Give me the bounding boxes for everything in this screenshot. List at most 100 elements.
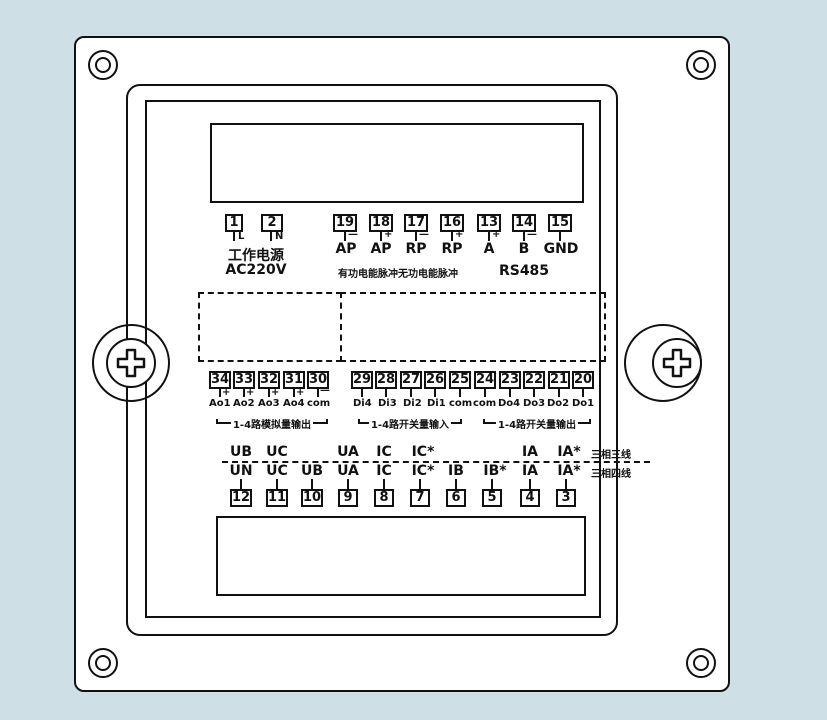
terminal-26: 26 (424, 371, 446, 389)
top-window (210, 123, 584, 203)
terminal-25-lead (459, 388, 461, 397)
terminal-27-lead (410, 388, 412, 397)
terminal-23-lead (509, 388, 511, 397)
three-wire-mode-label: 三相三线 (591, 450, 631, 461)
terminal-29: 29 (351, 371, 373, 389)
three-wire-ic-star: IC* (411, 444, 435, 460)
terminal-2: 2 (261, 214, 283, 232)
terminal-5: 5 (482, 489, 502, 507)
wiring-mode-divider (222, 461, 650, 463)
terminal-11-lead (276, 479, 278, 489)
corner-hole-bottom-left (88, 648, 118, 678)
screw-left-icon (106, 338, 156, 388)
four-wire-un: UN (229, 463, 253, 479)
terminal-1-polarity: L (238, 231, 245, 242)
terminal-30-lead (317, 388, 319, 397)
terminal-14-polarity: — (527, 229, 537, 240)
rs485-label: RS485 (498, 263, 550, 279)
terminal-10-lead (311, 479, 313, 489)
terminal-17-polarity: — (419, 229, 429, 240)
four-wire-ib: IB (448, 463, 464, 479)
terminal-6-lead (455, 479, 457, 489)
three-wire-ia-star: IA* (557, 444, 581, 460)
four-wire-mode-label: 三相四线 (591, 469, 631, 480)
terminal-3: 3 (556, 489, 576, 507)
terminal-3-lead (565, 479, 567, 489)
terminal-2-polarity: N (275, 231, 284, 242)
label-ao4: Ao4 (283, 398, 305, 409)
three-wire-ub: UB (229, 444, 253, 460)
four-wire-ua: UA (337, 463, 359, 479)
terminal-24-lead (484, 388, 486, 397)
power-voltage-label: AC220V (225, 262, 287, 278)
terminal-22-lead (533, 388, 535, 397)
label-ao2: Ao2 (233, 398, 255, 409)
label-do2: Do2 (547, 398, 570, 409)
terminal-33-polarity: + (246, 387, 255, 398)
terminal-2-lead (270, 231, 272, 241)
three-wire-uc: UC (266, 444, 288, 460)
four-wire-ib-star: IB* (483, 463, 507, 479)
four-wire-ia: IA (521, 463, 539, 479)
terminal-1: 1 (225, 214, 243, 232)
terminal-33-lead (243, 388, 245, 397)
terminal-19-polarity: — (348, 229, 358, 240)
corner-hole-top-left (88, 50, 118, 80)
terminal-11: 11 (266, 489, 288, 507)
four-wire-ia-star: IA* (557, 463, 581, 479)
terminal-9: 9 (338, 489, 358, 507)
terminal-30: 30 (307, 371, 329, 389)
terminal-16-lead (451, 231, 453, 241)
three-wire-ic: IC (376, 444, 392, 460)
terminal-34-lead (219, 388, 221, 397)
switch-out-label: 1-4路开关量输出 (495, 416, 579, 431)
terminal-12: 12 (230, 489, 252, 507)
pulse-group-label: 有功电能脉冲无功电能脉冲 (338, 269, 458, 280)
corner-hole-top-right (686, 50, 716, 80)
terminal-21-lead (558, 388, 560, 397)
label-rs485-b: B (518, 241, 530, 257)
terminal-31-lead (293, 388, 295, 397)
terminal-4: 4 (520, 489, 540, 507)
terminal-5-lead (491, 479, 493, 489)
four-wire-ic: IC (376, 463, 392, 479)
terminal-18: 18 (369, 214, 393, 232)
terminal-15-lead (559, 231, 561, 241)
label-do1: Do1 (572, 398, 595, 409)
label-ap-plus: AP (370, 241, 392, 257)
label-di4: Di4 (353, 398, 372, 409)
terminal-21: 21 (548, 371, 570, 389)
io-module-outline (340, 292, 606, 362)
terminal-12-lead (240, 479, 242, 489)
terminal-20-lead (582, 388, 584, 397)
label-ao3: Ao3 (258, 398, 280, 409)
terminal-8-lead (383, 479, 385, 489)
label-rs485-a: A (483, 241, 495, 257)
terminal-27: 27 (400, 371, 422, 389)
label-di1: Di1 (427, 398, 446, 409)
corner-hole-bottom-right (686, 648, 716, 678)
terminal-14-lead (523, 231, 525, 241)
terminal-29-lead (361, 388, 363, 397)
terminal-16-polarity: + (455, 229, 464, 240)
terminal-23: 23 (499, 371, 521, 389)
label-rs485-gnd: GND (543, 241, 579, 257)
bottom-window (216, 516, 586, 596)
analog-module-outline (198, 292, 342, 362)
terminal-4-lead (529, 479, 531, 489)
terminal-9-lead (347, 479, 349, 489)
terminal-1-lead (233, 231, 235, 241)
terminal-13-polarity: + (492, 229, 501, 240)
three-wire-ua: UA (337, 444, 359, 460)
four-wire-ub: UB (300, 463, 324, 479)
label-di-com: com (449, 398, 473, 409)
label-do-com: com (473, 398, 497, 409)
screw-right-icon (652, 338, 702, 388)
terminal-18-polarity: + (384, 229, 393, 240)
power-supply-label: 工作电源 (228, 248, 284, 264)
label-di2: Di2 (403, 398, 422, 409)
four-wire-uc: UC (266, 463, 288, 479)
terminal-28: 28 (375, 371, 397, 389)
terminal-13-lead (488, 231, 490, 241)
terminal-18-lead (380, 231, 382, 241)
